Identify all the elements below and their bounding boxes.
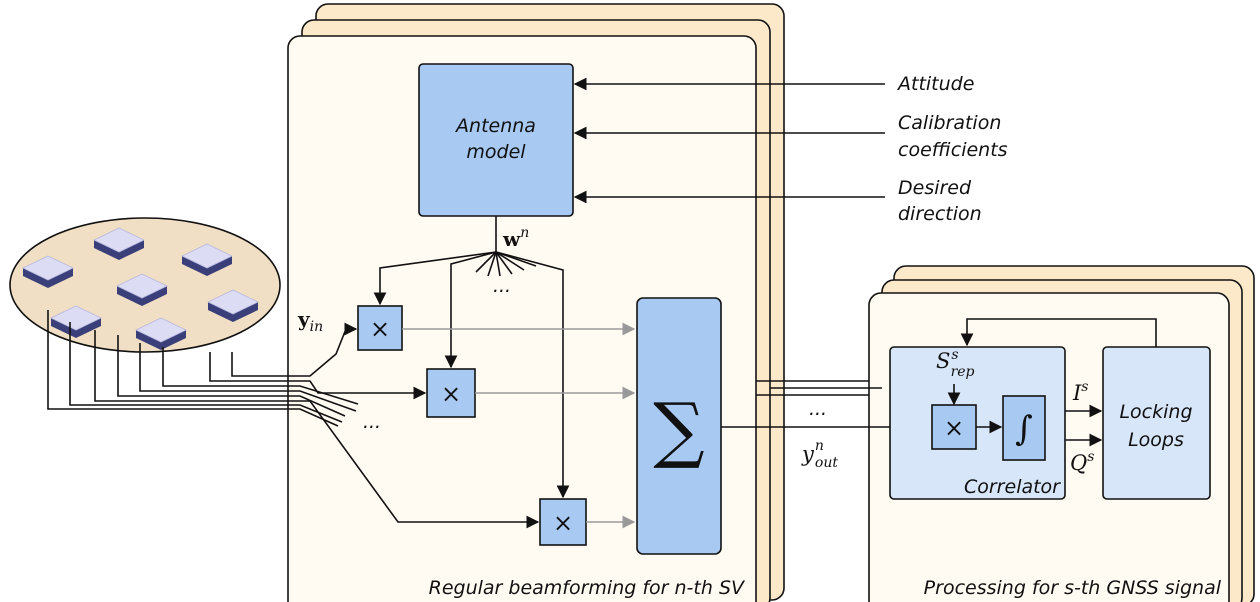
fan-ray-3 [495,251,501,277]
weight-symbol: wn [502,225,529,251]
weight-to-mult-2 [444,251,497,369]
multiplier-3-symbol: × [553,509,573,537]
antenna-element [181,243,233,269]
calibration-label-2: coefficients [898,139,1008,161]
attitude-label: Attitude [896,73,974,95]
antenna-feed-wire [47,310,339,427]
antenna-feed-wire [139,343,357,412]
antenna-feed-wire [209,352,427,400]
antenna-element-side [208,302,258,322]
sum-symbol: ∑ [653,387,704,471]
fan-ray-4 [495,251,513,275]
correlator-multiplier-symbol: × [944,414,964,442]
weight-ellipsis: ... [493,275,511,297]
antenna-feed-wire [117,335,346,417]
direction-label-2: direction [898,203,982,225]
integrator-symbol: ∫ [1015,409,1033,449]
antenna-element-side [117,286,167,306]
antenna-feed-wire [162,347,359,405]
antenna-element-side [51,318,101,338]
antenna-element [116,273,168,299]
calibration-label-1: Calibration [898,112,1001,134]
antenna-feed-wire [94,330,540,529]
correlator-multiplier [931,404,977,450]
input-symbol: yin [297,307,323,335]
antenna-model-block [418,63,574,217]
quadrature-symbol: Qs [1070,449,1094,475]
input-ellipsis: ... [363,411,381,433]
antenna-feed-wires [47,310,540,529]
antenna-element-side [23,268,73,288]
output-ellipsis: ... [809,398,827,420]
antenna-element [93,227,145,253]
multiplier-1-symbol: × [370,315,390,343]
antenna-element-side [94,240,144,260]
antenna-element-side [136,330,186,350]
beamforming-panel-caption: Regular beamforming for n-th SV [429,577,746,599]
fan-ray-1 [475,251,497,273]
locking-loops-label-1: Locking [1119,401,1192,423]
antenna-feed-wire [231,322,358,377]
locking-loops-label-2: Loops [1128,429,1184,451]
integrator-block [1002,395,1046,461]
multiplier-2-symbol: × [441,380,461,408]
sum-block [636,297,722,555]
inphase-symbol: Is [1072,379,1088,405]
fan-ray-5 [495,251,525,271]
weight-fanout [373,251,570,499]
antenna-model-label-1: Antenna [454,115,536,137]
correlator-label: Correlator [964,476,1061,498]
weight-to-mult-3 [495,251,570,499]
fan-ray-6 [495,251,537,267]
antenna-element [22,255,74,281]
weight-to-mult-1 [373,251,497,306]
multiplier-1 [357,305,403,351]
locking-loops-block [1102,346,1211,500]
fan-ray-2 [487,251,497,277]
antenna-model-label-2: model [466,141,526,163]
antenna-element [207,289,259,315]
antenna-elements [22,227,259,350]
direction-label-1: Desired [898,177,972,199]
feedback-arrow [960,318,1157,347]
processing-panel-caption: Processing for s-th GNSS signal [924,577,1222,599]
antenna-element-side [182,256,232,276]
antenna-element [50,305,102,331]
antenna-element [135,317,187,343]
correlator-block [889,346,1066,500]
antenna-feed-wire [69,322,343,423]
